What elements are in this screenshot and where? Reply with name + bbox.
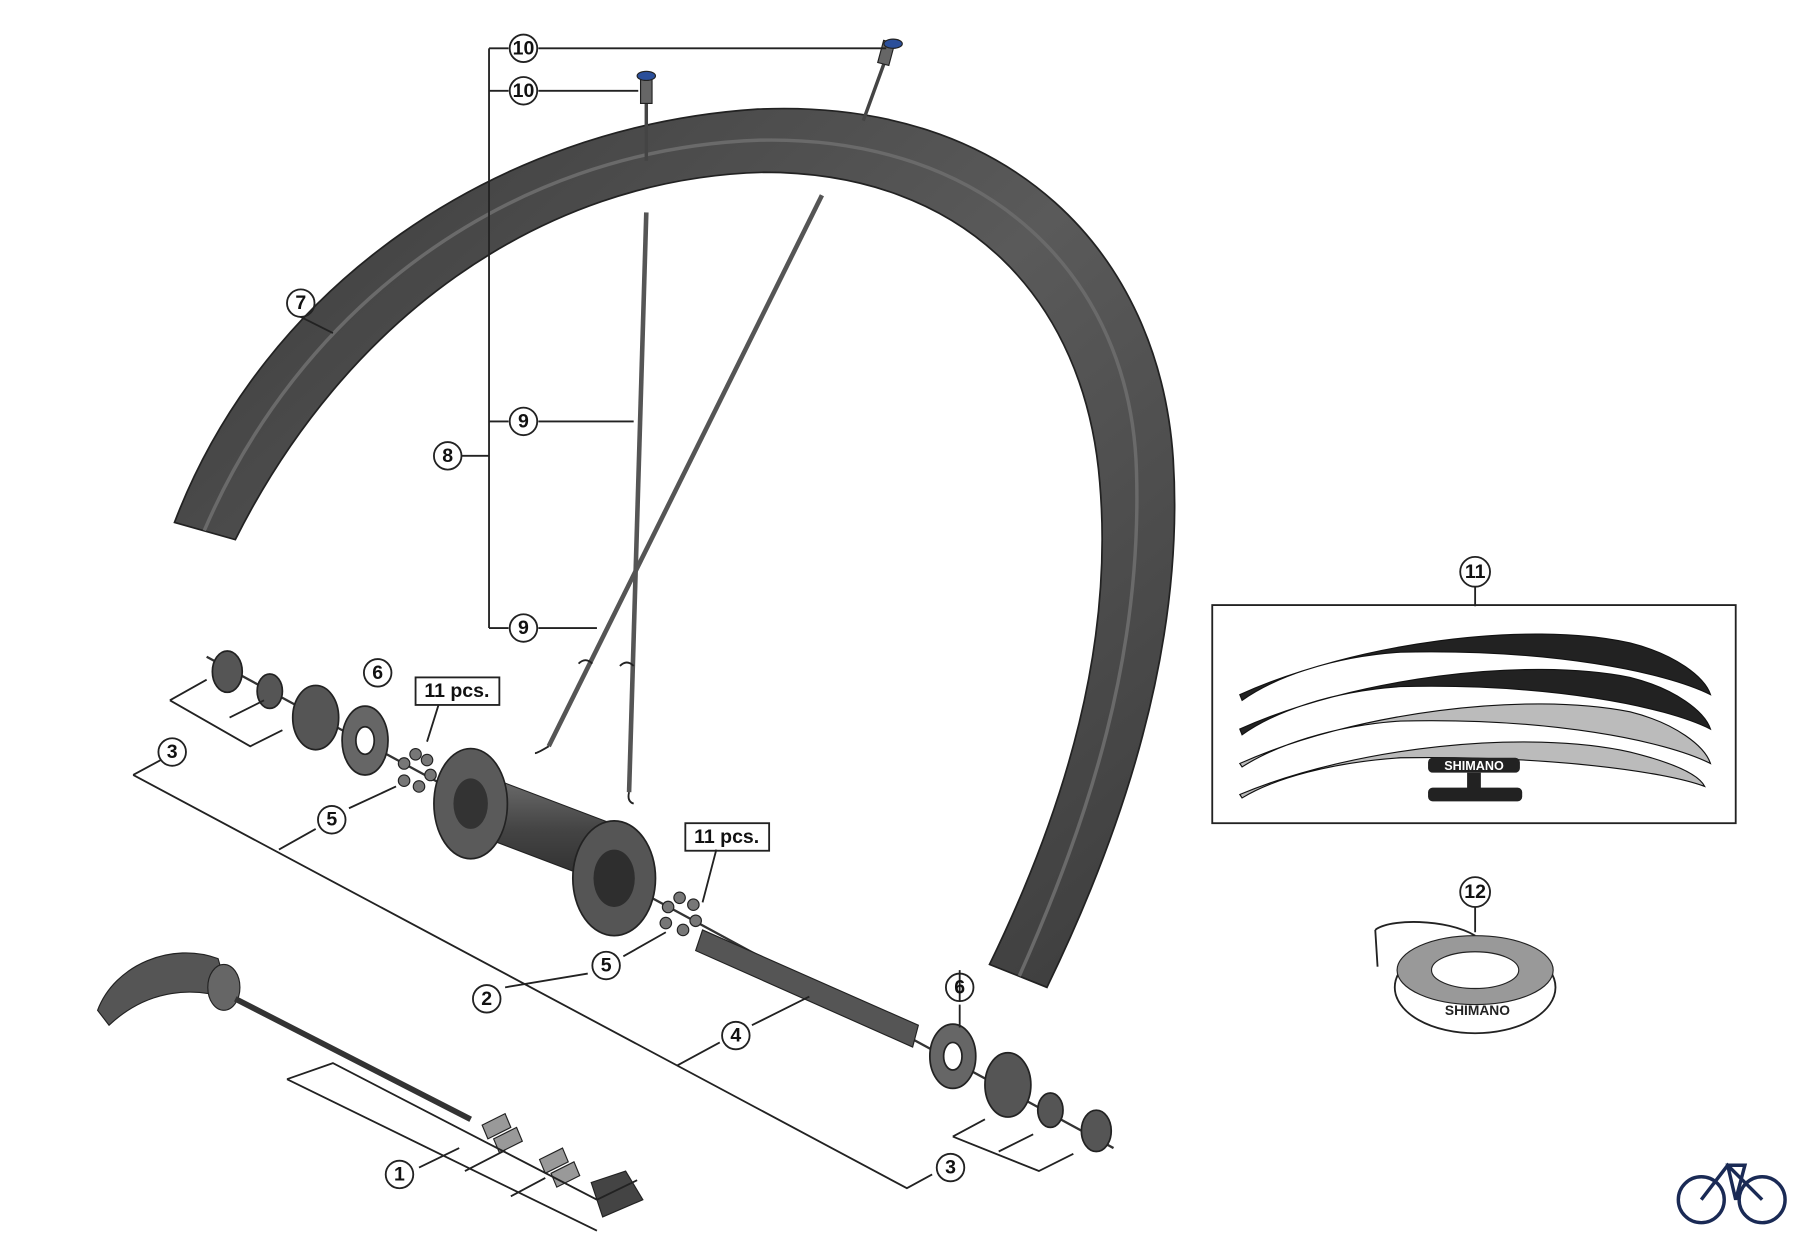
- svg-text:11 pcs.: 11 pcs.: [694, 826, 759, 848]
- rim-tape: SHIMANO: [1374, 921, 1557, 1035]
- svg-text:5: 5: [601, 955, 612, 977]
- svg-text:SHIMANO: SHIMANO: [1444, 759, 1504, 773]
- quantity-label: 11 pcs.: [684, 822, 771, 852]
- bearing-balls: [397, 747, 702, 937]
- callout-5: 5: [591, 950, 621, 981]
- cones-washers-right: [928, 1023, 1113, 1153]
- callout-4: 4: [721, 1020, 751, 1051]
- svg-text:10: 10: [513, 37, 535, 59]
- callout-10: 10: [508, 33, 539, 64]
- callout-3: 3: [157, 737, 187, 767]
- callout-2: 2: [472, 984, 502, 1014]
- svg-text:10: 10: [513, 80, 535, 102]
- quick-release: [96, 952, 644, 1218]
- spoke-bracket-lines: [461, 47, 887, 629]
- svg-text:9: 9: [518, 617, 529, 639]
- callout-9: 9: [508, 613, 539, 643]
- bike-icon: [1676, 1162, 1787, 1225]
- quantity-label: 11 pcs.: [414, 676, 501, 706]
- callout-9: 9: [508, 406, 539, 437]
- svg-text:3: 3: [945, 1157, 956, 1179]
- svg-text:3: 3: [167, 741, 178, 763]
- svg-text:5: 5: [326, 809, 337, 831]
- svg-text:4: 4: [730, 1025, 741, 1047]
- rim: [173, 107, 1176, 989]
- callout-3: 3: [935, 1152, 966, 1183]
- svg-text:7: 7: [295, 292, 306, 314]
- nipple: [877, 38, 903, 67]
- callout-10: 10: [508, 76, 539, 106]
- callout-7: 7: [286, 288, 316, 318]
- svg-text:2: 2: [481, 988, 492, 1010]
- svg-text:11 pcs.: 11 pcs.: [424, 680, 489, 702]
- cones-washers-left: [211, 650, 389, 776]
- svg-text:SHIMANO: SHIMANO: [1445, 1003, 1510, 1018]
- callout-6: 6: [945, 972, 975, 1003]
- svg-text:1: 1: [394, 1163, 405, 1185]
- callout-6: 6: [362, 658, 393, 688]
- svg-text:9: 9: [518, 410, 529, 432]
- spokes: [534, 56, 888, 805]
- svg-text:6: 6: [954, 976, 965, 998]
- svg-text:8: 8: [442, 445, 453, 467]
- svg-text:6: 6: [372, 662, 383, 684]
- callout-12: 12: [1459, 876, 1491, 908]
- svg-text:11: 11: [1465, 561, 1486, 583]
- rim-decal-set: SHIMANO: [1211, 604, 1737, 825]
- callout-1: 1: [384, 1159, 415, 1190]
- hub-assembly: [206, 655, 1115, 1150]
- leader-lines: [132, 316, 1477, 1232]
- nipple: [636, 70, 657, 104]
- callout-5: 5: [317, 805, 347, 835]
- callout-8: 8: [433, 441, 463, 471]
- svg-text:12: 12: [1464, 881, 1486, 903]
- callout-11: 11: [1459, 555, 1491, 588]
